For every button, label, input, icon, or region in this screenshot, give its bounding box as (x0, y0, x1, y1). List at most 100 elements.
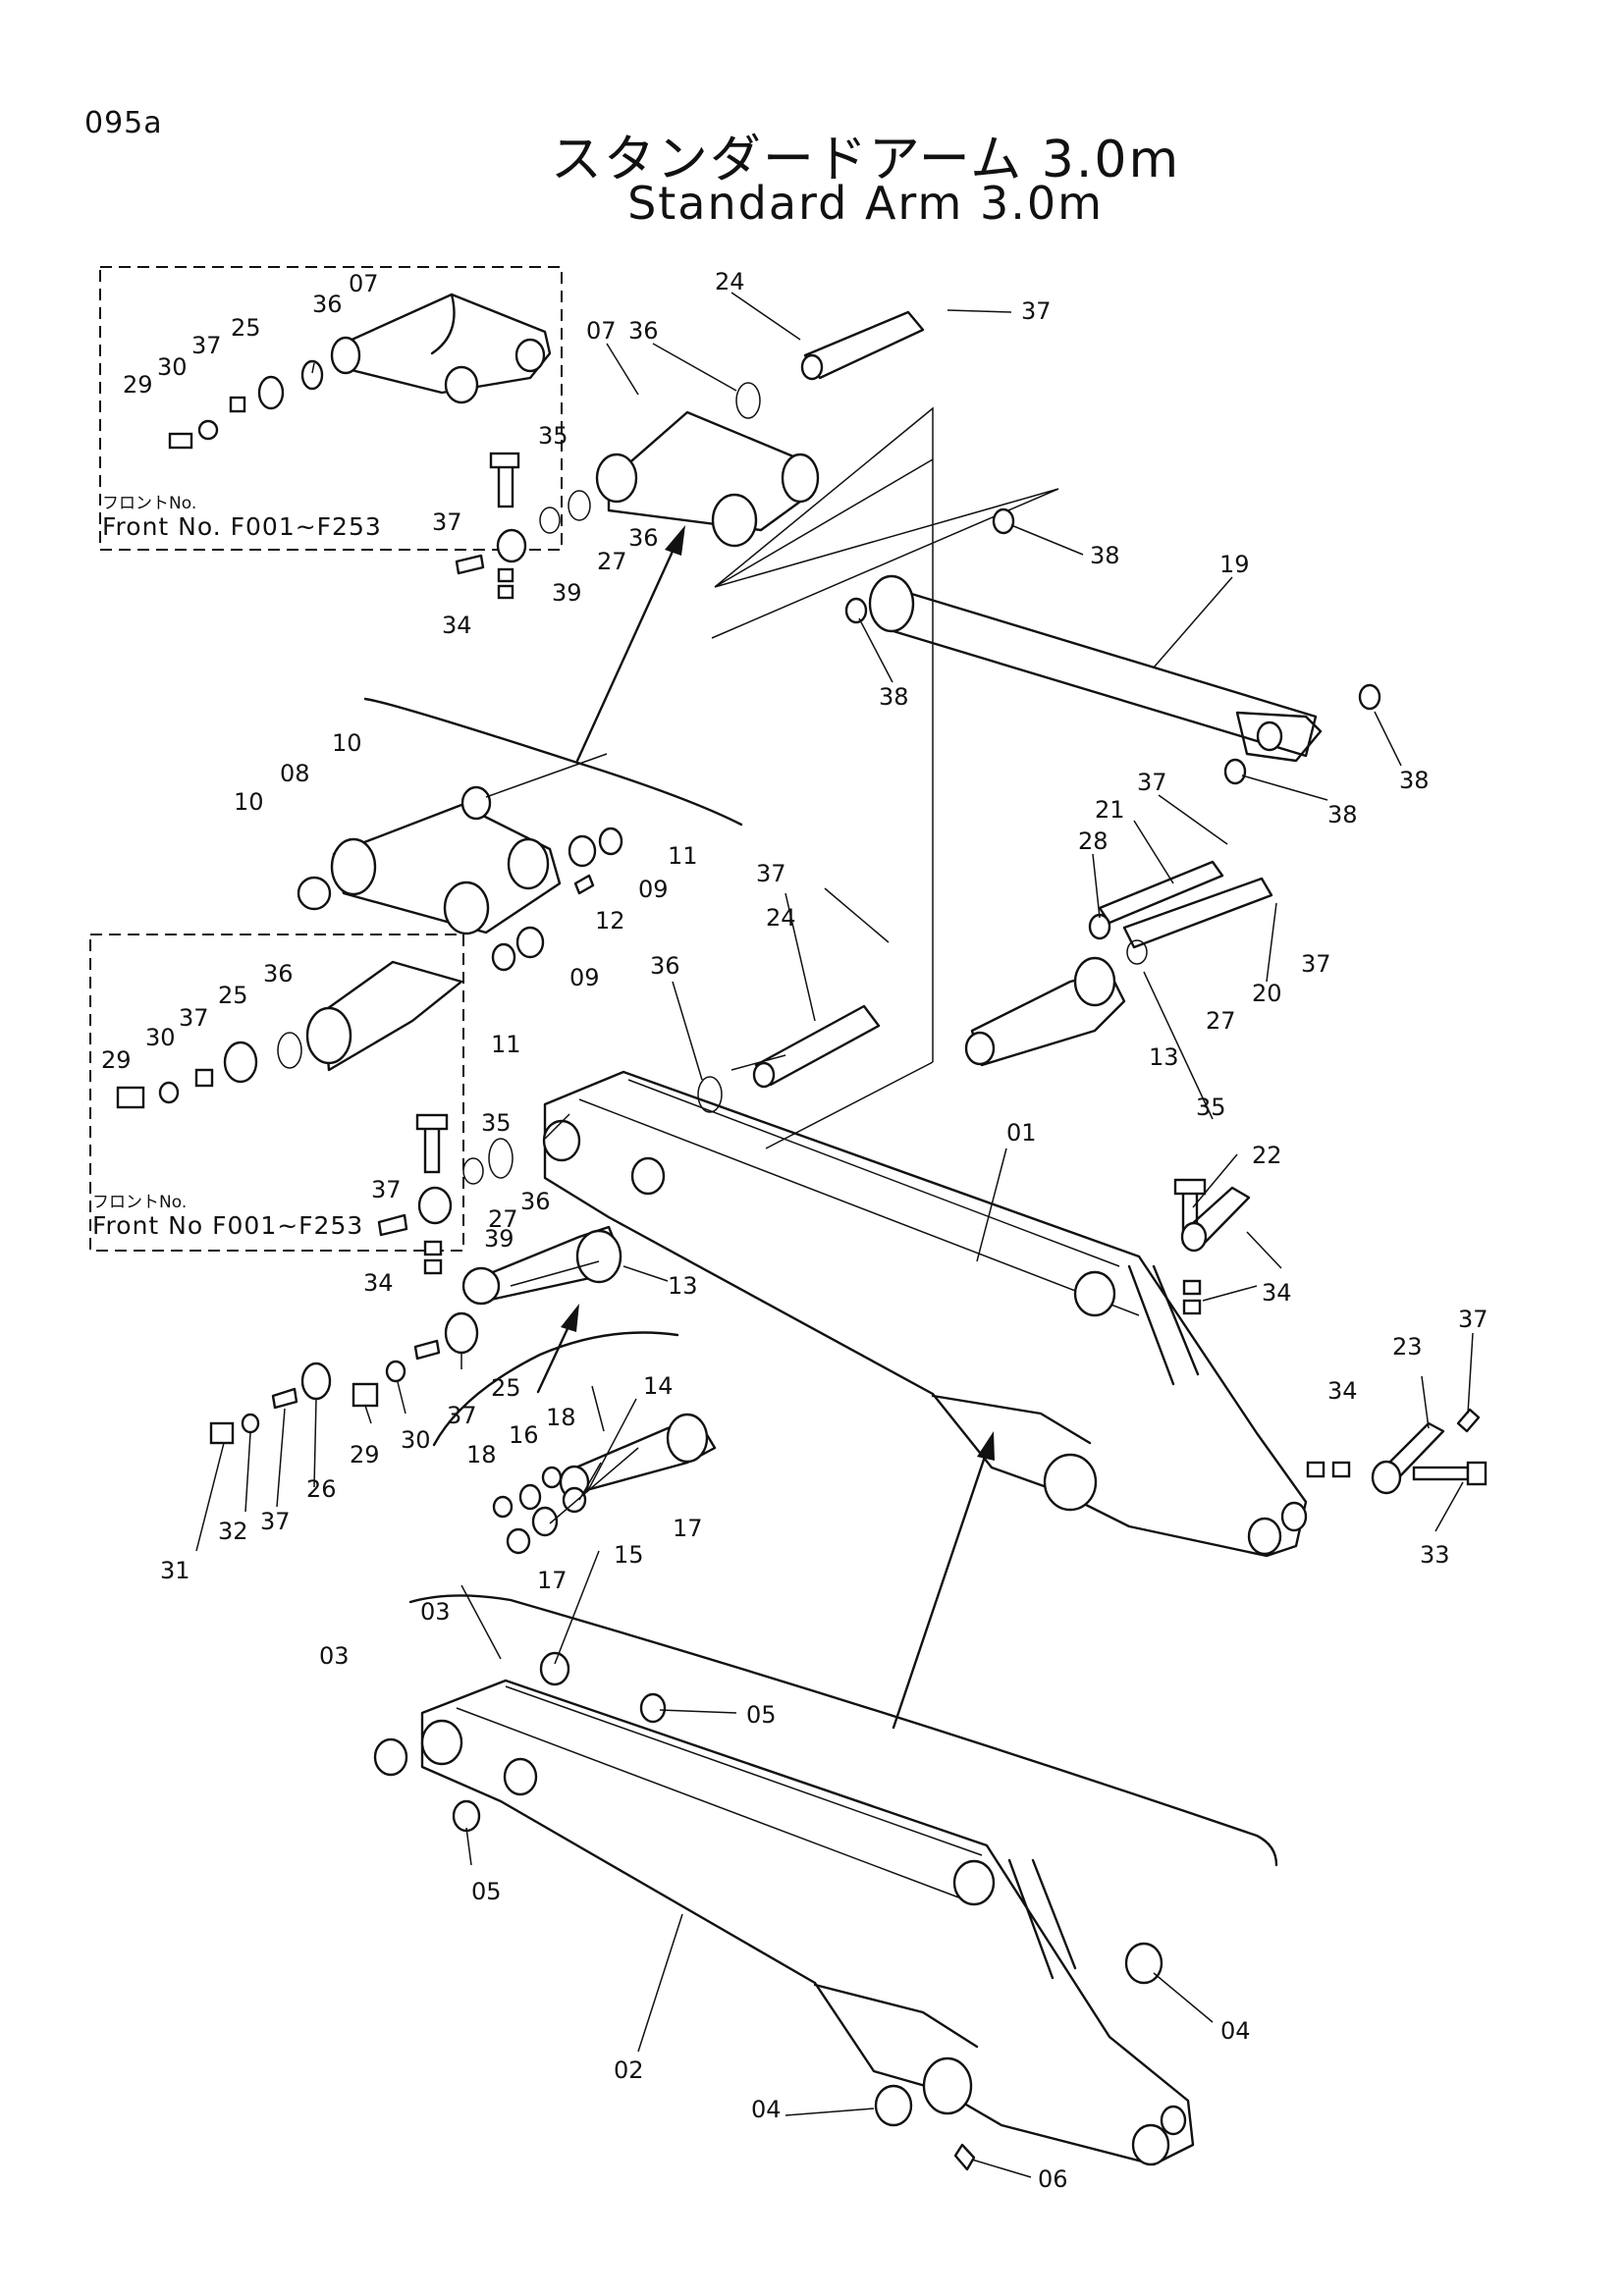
arm-02 (420, 1679, 1195, 2166)
label-25-inset2: 25 (218, 982, 248, 1009)
label-37-top: 37 (1021, 297, 1052, 325)
seal-11-a (598, 827, 623, 856)
label-07-inset: 07 (349, 270, 379, 297)
inset-link-07 (330, 293, 552, 404)
ring-36-mid (697, 1076, 723, 1113)
label-19: 19 (1219, 551, 1250, 578)
nuts-34-right (1182, 1279, 1202, 1315)
grease-37-inset-lower (194, 1068, 214, 1088)
grease-37-lower3 (271, 1387, 298, 1410)
inset-note-upper-jp: フロントNo. (102, 494, 197, 513)
label-38-b: 38 (879, 683, 909, 711)
ring-36-inset-lower (277, 1032, 302, 1069)
label-36-mid: 36 (650, 952, 680, 980)
bracket-arc-arm (408, 1594, 1278, 1867)
label-25-inset: 25 (231, 314, 261, 342)
nuts-34-upper (497, 567, 514, 600)
ring-27-right (1126, 939, 1148, 965)
title-japanese: スタンダードアーム 3.0m (550, 131, 1181, 189)
label-02: 02 (614, 2056, 644, 2084)
inset-link-lower (305, 960, 463, 1072)
label-30-lower: 30 (401, 1426, 431, 1454)
bushing-03-b (373, 1737, 408, 1777)
ring-36-upper (735, 382, 761, 419)
label-17-a: 17 (673, 1515, 703, 1542)
label-36-inset: 36 (312, 291, 343, 318)
page-id: 095a (84, 106, 163, 140)
part-labels: 07 36 25 37 30 29 24 37 36 07 35 27 36 3… (101, 268, 1488, 2193)
bushing-15 (531, 1506, 559, 1537)
bushing-03-a (539, 1651, 570, 1686)
bushing-38-a (992, 507, 1015, 535)
label-27-upper: 27 (597, 548, 627, 575)
label-31: 31 (160, 1557, 190, 1584)
pin-24-upper (800, 310, 925, 381)
washer-28 (1088, 913, 1111, 940)
label-35-right: 35 (1196, 1094, 1226, 1121)
grease-37-right (1456, 1408, 1481, 1433)
ring-18-a (492, 1495, 514, 1519)
label-21: 21 (1095, 796, 1125, 824)
link-14 (559, 1413, 717, 1500)
bushing-38-c (1358, 683, 1381, 711)
label-36-inset2: 36 (263, 960, 294, 988)
label-37-farright: 37 (1458, 1306, 1488, 1333)
label-12: 12 (595, 907, 625, 934)
label-23: 23 (1392, 1333, 1423, 1361)
label-05-b: 05 (471, 1878, 502, 1905)
collar-25-lower (444, 1311, 479, 1355)
label-34-farright: 34 (1327, 1377, 1358, 1405)
seal-11-b (491, 942, 516, 972)
bolt-33 (1412, 1461, 1488, 1486)
seal-09-b (515, 926, 545, 959)
collar-39-upper (496, 528, 527, 563)
inset-note-lower-en: Front No F001~F253 (92, 1210, 364, 1240)
label-17-b: 17 (537, 1567, 568, 1594)
label-29-inset: 29 (123, 371, 153, 399)
title-english: Standard Arm 3.0m (627, 177, 1104, 230)
arrow-to-link-assembly (575, 525, 685, 763)
label-24-mid: 24 (766, 904, 796, 932)
inset-note-upper: フロントNo. Front No. F001~F253 (102, 495, 382, 540)
link-07 (595, 410, 820, 548)
ring-16 (518, 1483, 542, 1511)
label-37-right: 37 (1137, 769, 1167, 796)
label-01: 01 (1006, 1119, 1037, 1147)
label-35-lower: 35 (481, 1109, 512, 1137)
link-08 (330, 785, 562, 935)
label-28: 28 (1078, 828, 1109, 855)
bolt-31 (209, 1421, 235, 1445)
ring-36-mid-upper (568, 490, 591, 521)
label-18-b: 18 (546, 1404, 576, 1431)
seal-09-a (568, 834, 597, 868)
arrow-to-arm (892, 1431, 995, 1730)
label-30-inset2: 30 (145, 1024, 176, 1051)
label-34-right: 34 (1262, 1279, 1292, 1307)
label-34-upper: 34 (442, 612, 472, 639)
link-13-lower (461, 1225, 622, 1306)
label-30-inset: 30 (157, 353, 188, 381)
label-38-c: 38 (1399, 767, 1430, 794)
label-08: 08 (280, 760, 310, 787)
label-10-top: 10 (332, 729, 362, 757)
bracket-arc-link2 (432, 1331, 679, 1447)
pin-23 (1371, 1421, 1445, 1495)
arm-01 (542, 1070, 1308, 1558)
label-38-a: 38 (1090, 542, 1120, 569)
bushing-38-d (1223, 758, 1247, 785)
label-29-inset2: 29 (101, 1046, 132, 1074)
inset-note-lower: フロントNo. Front No F001~F253 (92, 1194, 363, 1239)
label-36-lower: 36 (520, 1188, 551, 1215)
bushing-38-b (844, 597, 868, 624)
grease-37-lower (377, 1213, 408, 1237)
label-34-lower: 34 (363, 1269, 394, 1297)
ring-36-lower (488, 1138, 514, 1179)
label-27-right: 27 (1206, 1007, 1236, 1035)
label-27-lower: 27 (488, 1205, 518, 1233)
cylinder-plane (711, 406, 1059, 1062)
label-24-top: 24 (715, 268, 745, 295)
label-37-inset2: 37 (179, 1004, 209, 1032)
label-13-upper: 13 (1149, 1043, 1179, 1071)
label-25-lower: 25 (491, 1374, 521, 1402)
ring-27-upper (539, 507, 561, 534)
